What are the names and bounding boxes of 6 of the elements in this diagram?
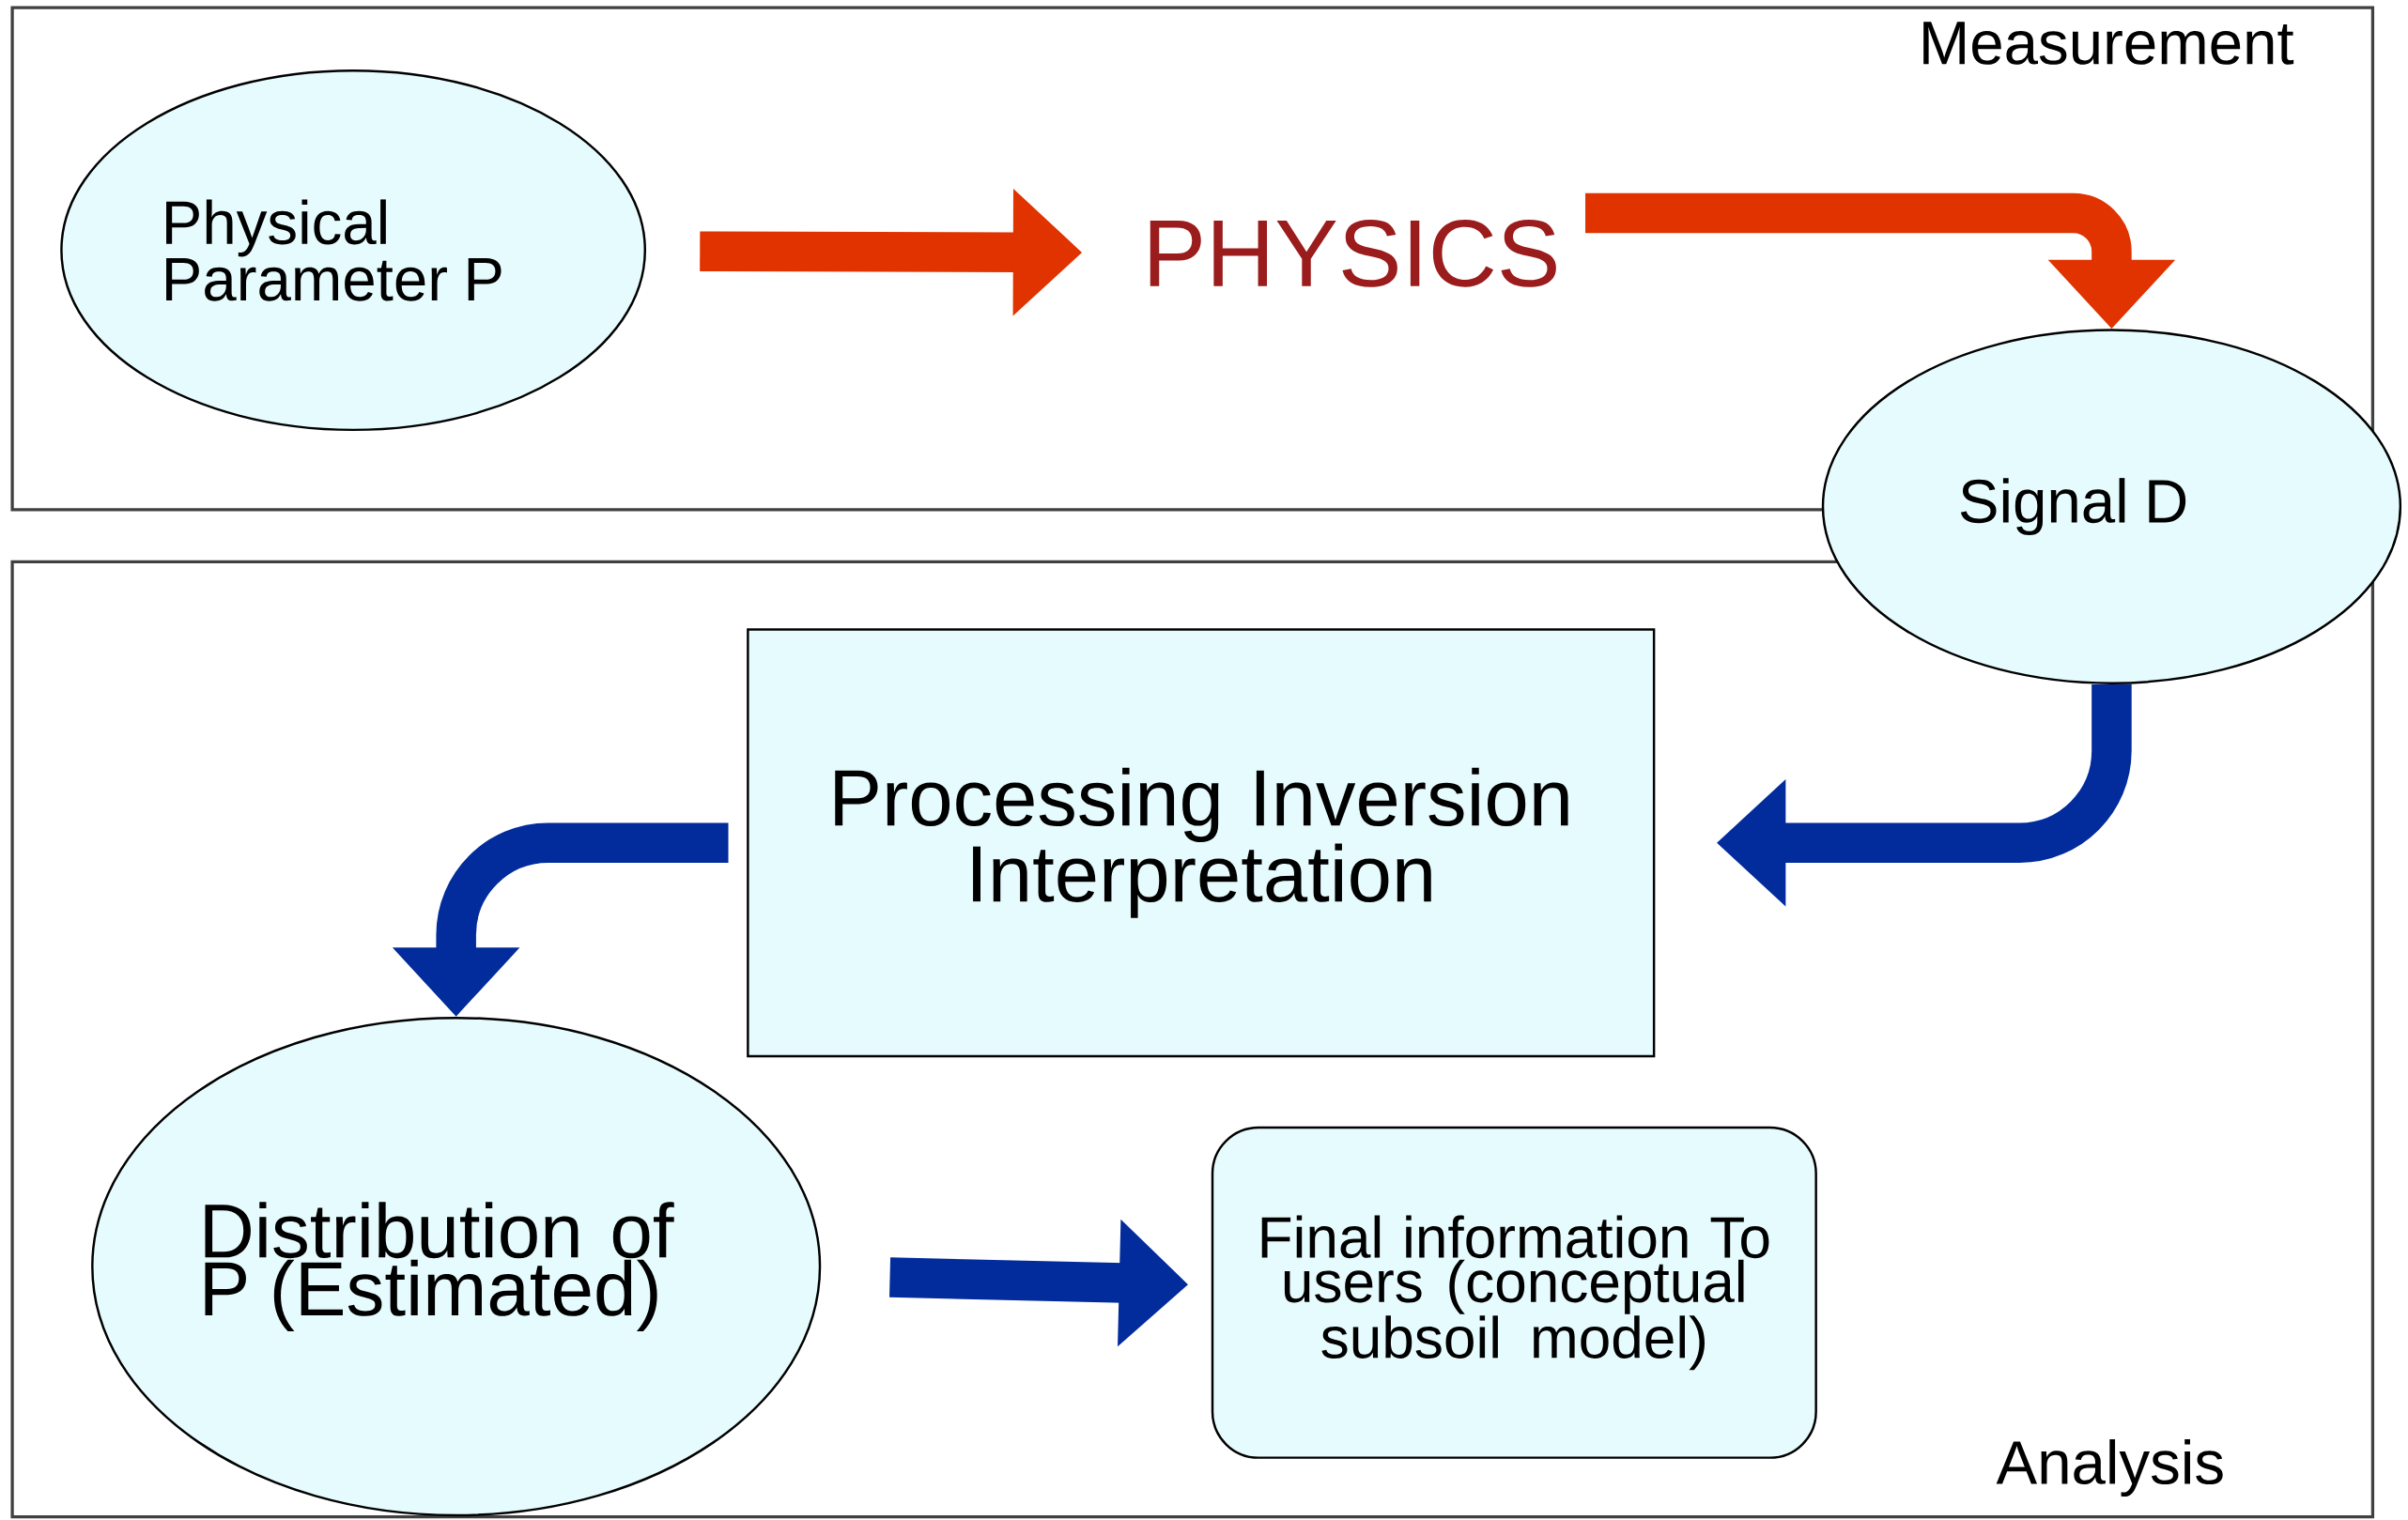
ellipse-node: Signal D — [1821, 329, 2402, 684]
ellipse-node: Distribution of P (Estimated) — [91, 1017, 822, 1517]
process-box: Final information To users (conceptual subsoil model) — [1211, 1126, 1817, 1459]
heading-text: PHYSICS — [1150, 220, 1556, 287]
ellipse-node: Physical Parameter P — [60, 69, 647, 432]
process-box: Processing Inversion Interpretation — [747, 628, 1656, 1058]
